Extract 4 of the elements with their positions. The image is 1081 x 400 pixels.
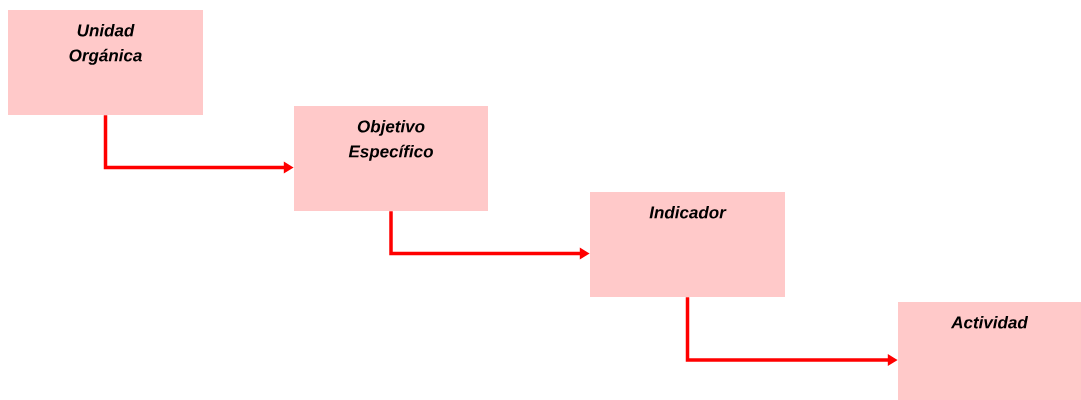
process-box: Objetivo Específico [294, 106, 488, 211]
process-box: Actividad [898, 302, 1081, 400]
process-box: Indicador [590, 192, 785, 297]
process-box: Unidad Orgánica [8, 10, 203, 115]
